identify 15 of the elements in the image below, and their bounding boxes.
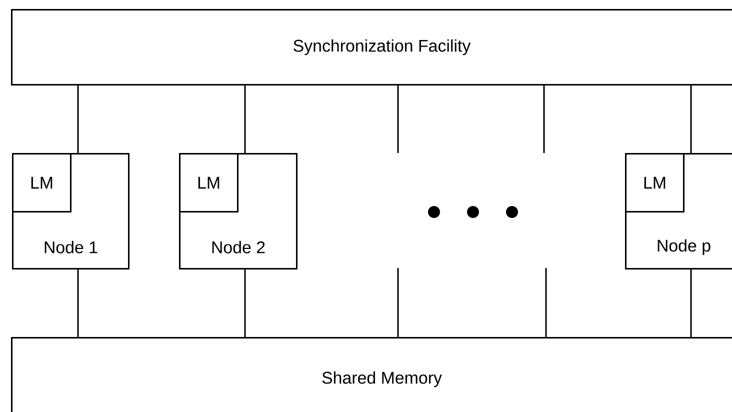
connector-line	[77, 270, 79, 337]
connector-line	[244, 86, 246, 153]
connector-line	[690, 270, 692, 337]
connector-line	[244, 270, 246, 337]
bus-box: Synchronization Facility	[11, 9, 732, 86]
connector-line	[545, 268, 547, 337]
memory-box: LM	[12, 153, 72, 212]
connector-line	[397, 268, 399, 337]
memory-box: LM	[179, 153, 238, 212]
memory-box: LM	[625, 153, 684, 212]
connector-line	[690, 86, 692, 153]
connector-line	[397, 86, 399, 153]
bus-box: Shared Memory	[11, 337, 732, 412]
connector-line	[77, 86, 79, 153]
connector-line	[543, 86, 545, 153]
